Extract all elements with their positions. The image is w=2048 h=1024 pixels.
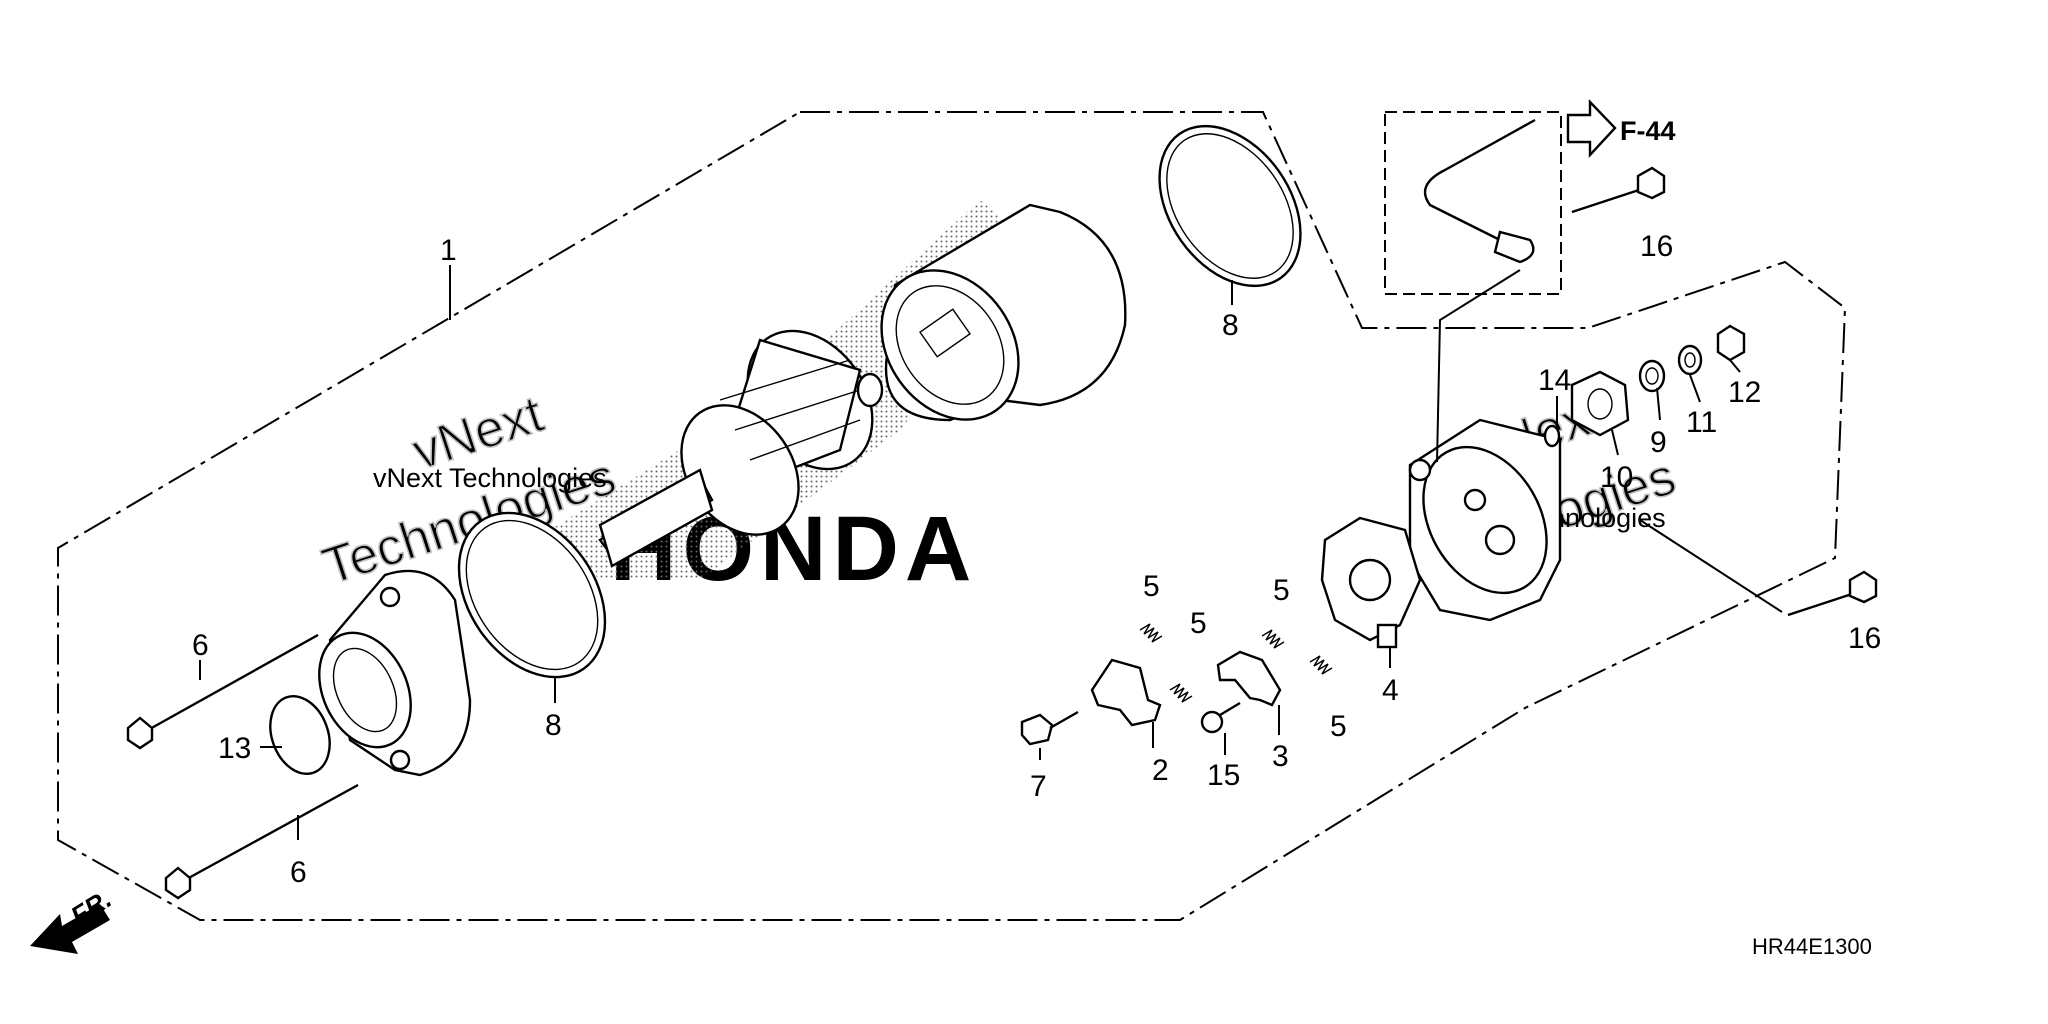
callout-7: 7 — [1030, 770, 1047, 803]
spring-a — [1139, 623, 1163, 643]
spring-b — [1169, 683, 1193, 703]
leader-lines — [199, 265, 1783, 840]
callout-5b: 5 — [1190, 607, 1207, 640]
callout-11: 11 — [1686, 406, 1717, 439]
callout-13: 13 — [218, 732, 251, 765]
hex-nut-10 — [1570, 370, 1630, 437]
washer-14 — [1543, 424, 1561, 448]
washer-9 — [1638, 359, 1666, 393]
callout-5c: 5 — [1273, 574, 1290, 607]
callout-12: 12 — [1728, 376, 1761, 409]
ref-page-label: F-44 — [1620, 116, 1676, 146]
callout-15: 15 — [1207, 759, 1240, 792]
rear-cover — [1408, 418, 1562, 622]
front-cover — [318, 569, 472, 777]
brush-holder — [1320, 516, 1422, 649]
spring-d — [1309, 655, 1333, 675]
through-bolt-lower — [164, 783, 359, 900]
o-ring-upper — [1158, 124, 1302, 288]
callout-8b: 8 — [545, 709, 562, 742]
armature — [598, 329, 884, 568]
o-ring-lower — [457, 511, 607, 679]
bolt-16-lower — [1787, 570, 1878, 617]
callout-10: 10 — [1600, 461, 1633, 494]
through-bolt-upper — [126, 633, 319, 750]
wire-box — [1384, 111, 1562, 295]
ref-arrow — [1566, 99, 1617, 159]
nut-12 — [1716, 324, 1746, 362]
callout-6a: 6 — [192, 629, 209, 662]
diagram-code: HR44E1300 — [1752, 934, 1872, 959]
callout-16a: 16 — [1640, 230, 1673, 263]
watermark-line-left: vNext Technologies — [373, 463, 607, 493]
callout-4: 4 — [1382, 674, 1399, 707]
callout-6b: 6 — [290, 856, 307, 889]
front-arrow: FR. — [30, 883, 117, 954]
callout-8a: 8 — [1222, 309, 1239, 342]
spring-c — [1261, 629, 1285, 649]
callout-1: 1 — [440, 234, 457, 267]
callout-5a: 5 — [1143, 570, 1160, 603]
callout-14: 14 — [1538, 364, 1571, 397]
brush-2 — [1090, 658, 1162, 727]
washer-11 — [1677, 344, 1703, 376]
screw-15 — [1200, 701, 1241, 734]
bolt-7 — [1020, 710, 1079, 746]
callout-9: 9 — [1650, 426, 1667, 459]
callout-5d: 5 — [1330, 710, 1347, 743]
callout-3: 3 — [1272, 740, 1289, 773]
callout-labels: 1 2 3 4 5 5 5 5 6 6 7 8 8 9 10 11 12 13 … — [192, 230, 1881, 889]
callout-2: 2 — [1152, 754, 1169, 787]
bolt-16-upper — [1571, 166, 1666, 214]
callout-16b: 16 — [1848, 622, 1881, 655]
o-ring-small — [269, 695, 331, 775]
brush-3 — [1216, 650, 1282, 707]
starter-yoke — [880, 203, 1127, 422]
assembly-outline — [57, 111, 1847, 921]
